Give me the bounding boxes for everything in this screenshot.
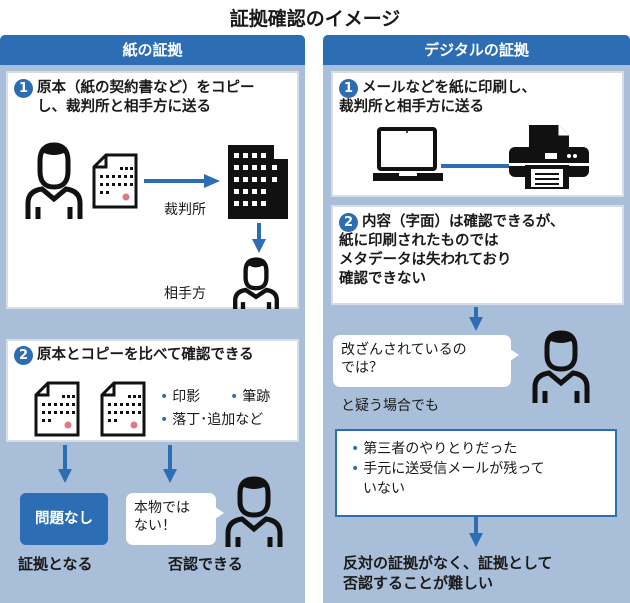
can-deny-caption: 否認できる [168,555,243,573]
check-item: •落丁･追加など [160,412,264,428]
arrow-icon [469,307,483,331]
person-icon [225,476,283,547]
arrow-icon [252,223,266,253]
arrow-icon [469,517,483,547]
doubt-caption: と疑う場合でも [341,398,439,414]
arrow-icon [58,445,72,483]
paper-step1-line1: 原本（紙の契約書など）をコピー [37,80,255,96]
bubble-line: では？ [341,360,383,376]
check-item: •筆跡 [230,389,271,405]
speech-bubble: 改ざんされているの では？ [333,335,519,387]
reason-item: •第三者のやりとりだった [351,441,518,457]
person-icon [532,330,590,403]
connection-line [441,164,511,168]
reasons-box: •第三者のやりとりだった •手元に送受信メールが残って いない [335,429,617,517]
page-title: 証拠確認のイメージ [229,8,401,30]
bubble-line: 改ざんされているの [341,342,467,358]
paper-evidence-header: 紙の証拠 [0,35,305,65]
reason-list: •第三者のやりとりだった •手元に送受信メールが残って いない [351,439,545,499]
digital-evidence-header: デジタルの証拠 [323,35,630,65]
no-problem-box: 問題なし [20,493,108,545]
bubble-line: ない！ [134,518,176,534]
reason-item: いない [363,481,405,497]
reason-item: •手元に送受信メールが残って [351,461,545,477]
court-label: 裁判所 [164,202,206,218]
speech-bubble: 本物では ない！ [126,493,224,545]
arrow-icon [163,445,177,483]
digital-step2-line: 確認できない [339,271,426,287]
conclusion-line: 否認することが難しい [343,574,494,592]
step-number-badge: 2 [14,346,33,365]
conclusion-text: 反対の証拠がなく、証拠として 否認することが難しい [343,553,553,593]
step-number-badge: 1 [14,79,33,98]
step-number-badge: 2 [339,213,358,232]
printer-icon [509,125,589,189]
valid-evidence-caption: 証拠となる [18,555,93,573]
step-number-badge: 1 [339,79,358,98]
original-document-icon [34,381,80,437]
digital-step2-line: メタデータは失われており [339,252,512,268]
digital-step1-line2: 裁判所と相手方に送る [339,99,484,115]
conclusion-line: 反対の証拠がなく、証拠として [343,554,553,572]
building-icon [228,145,288,219]
copy-document-icon [100,381,146,437]
paper-step2-line: 原本とコピーを比べて確認できる [37,347,254,363]
digital-step2-line: 内容（字面）は確認できるが、 [362,214,565,230]
arrow-icon [144,174,220,188]
paper-step1-line2: し、裁判所と相手方に送る [37,99,211,115]
check-item: •印影 [160,389,201,405]
digital-step1-line1: メールなどを紙に印刷し、 [362,80,536,96]
person-icon [233,257,279,309]
person-icon [25,142,83,219]
document-icon [92,153,138,209]
digital-step2-line: 紙に印刷されたものでは [339,233,499,249]
bubble-line: 本物では [134,500,190,516]
other-party-label: 相手方 [164,286,206,302]
laptop-icon [373,127,443,181]
